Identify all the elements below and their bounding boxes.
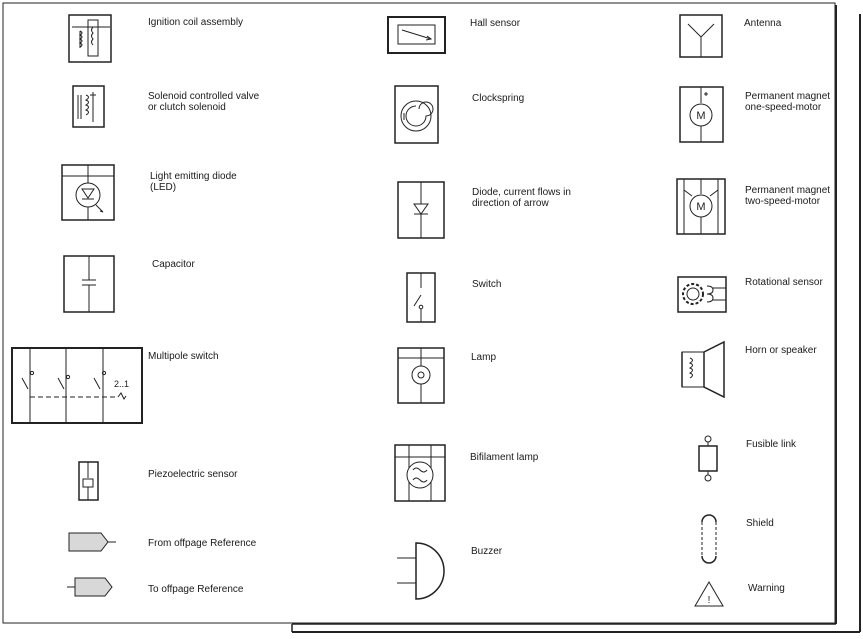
label-line: Fusible link [746,439,797,450]
symbol-label: Light emitting diode(LED) [150,171,237,193]
symbol-label: Multipole switch [148,351,219,362]
motor-letter: M [696,110,705,122]
label-line: Rotational sensor [745,277,823,288]
label-line: From offpage Reference [148,538,257,549]
symbol-label: Antenna [744,18,781,29]
symbol-label: Warning [748,583,785,594]
label-line: Piezoelectric sensor [148,469,238,480]
symbol-label: Capacitor [152,259,195,270]
symbol-label: Piezoelectric sensor [148,469,237,480]
label-line: Solenoid controlled valve [148,91,260,102]
label-line: Hall sensor [470,18,521,29]
symbol-label: Bifilament lamp [470,452,538,463]
label-line: Capacitor [152,259,195,270]
label-line: Permanent magnet [745,185,831,196]
label-line: Light emitting diode [150,171,237,182]
symbol-label: To offpage Reference [148,584,243,595]
label-line: Clockspring [472,93,525,104]
label-line: Ignition coil assembly [148,17,244,28]
label-line: two-speed-motor [745,196,821,207]
symbol-label: Clockspring [472,93,524,104]
label-line: Antenna [744,18,782,29]
label-line: direction of arrow [472,198,549,209]
label-line: Bifilament lamp [470,452,539,463]
label-line: Switch [472,279,502,290]
warning-mark: ! [708,595,711,606]
symbol-label: Horn or speaker [745,345,817,356]
label-line: Shield [746,518,774,529]
symbol-label: Switch [472,279,501,290]
label-line: Horn or speaker [745,345,817,356]
multipole-switch-positions: 2..1 [114,379,129,389]
label-line: Warning [748,583,785,594]
label-line: Buzzer [471,546,503,557]
symbol-label: Hall sensor [470,18,520,29]
label-line: Permanent magnet [745,91,831,102]
label-line: or clutch solenoid [148,102,226,113]
label-line: one-speed-motor [745,102,822,113]
label-line: Diode, current flows in [472,187,571,198]
symbol-label: Buzzer [471,546,502,557]
symbol-label: From offpage Reference [148,538,256,549]
label-line: Multipole switch [148,351,219,362]
symbol-label: Rotational sensor [745,277,823,288]
label-line: To offpage Reference [148,584,244,595]
label-line: Lamp [471,352,497,363]
label-line: (LED) [150,182,177,193]
symbol-label: Ignition coil assembly [148,17,243,28]
motor-letter: M [696,201,705,213]
symbol-label: Fusible link [746,439,796,450]
symbol-label: Shield [746,518,774,529]
symbol-label: Lamp [471,352,496,363]
